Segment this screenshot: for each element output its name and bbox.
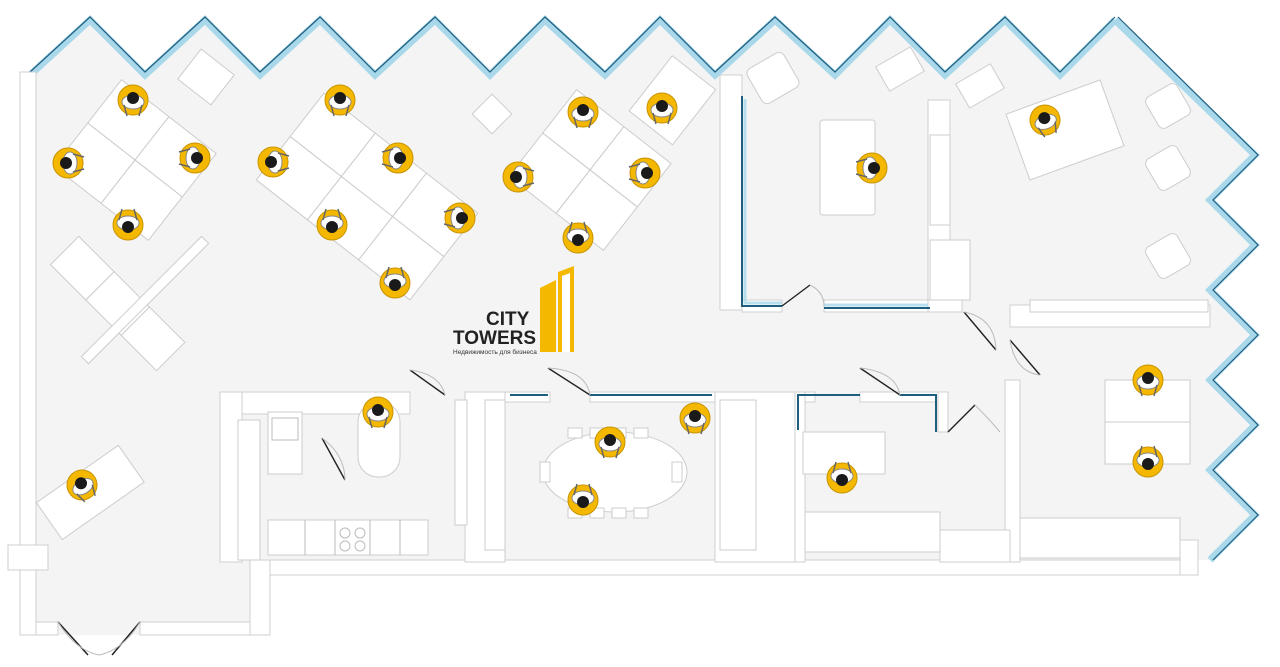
city-towers-logo-icon: CITY TOWERS Недвижимость для бизнеса bbox=[453, 266, 574, 356]
person-top-view-icon bbox=[562, 221, 594, 254]
logo-line1: CITY bbox=[486, 309, 530, 330]
person-top-view-icon bbox=[594, 426, 626, 459]
person-top-view-icon bbox=[1132, 445, 1164, 478]
person-top-view-icon bbox=[443, 202, 476, 234]
person-top-view-icon bbox=[567, 96, 599, 129]
logo-line2: TOWERS bbox=[453, 328, 536, 349]
glass-partitions bbox=[510, 96, 937, 432]
people-group bbox=[52, 84, 1164, 516]
entrance-double-door-icon bbox=[57, 621, 141, 656]
person-top-view-icon bbox=[178, 142, 211, 174]
logo-tagline: Недвижимость для бизнеса bbox=[453, 348, 537, 356]
person-top-view-icon bbox=[567, 483, 599, 516]
person-top-view-icon bbox=[52, 147, 85, 179]
person-top-view-icon bbox=[381, 142, 414, 174]
facade-glass-top-edge bbox=[29, 16, 1116, 73]
person-top-view-icon bbox=[316, 208, 348, 241]
person-top-view-icon bbox=[502, 161, 535, 193]
person-top-view-icon bbox=[324, 84, 356, 117]
person-top-view-icon bbox=[826, 461, 858, 494]
furniture bbox=[35, 46, 1209, 561]
facade-glass-right-edge bbox=[1117, 16, 1259, 561]
outer-walls bbox=[7, 71, 1199, 636]
person-top-view-icon bbox=[855, 152, 888, 184]
person-top-view-icon bbox=[66, 469, 98, 503]
facade-glass-right bbox=[1112, 17, 1260, 563]
person-top-view-icon bbox=[379, 266, 411, 299]
door-swing-icon bbox=[321, 284, 1041, 481]
person-top-view-icon bbox=[628, 157, 661, 189]
person-top-view-icon bbox=[257, 146, 290, 178]
person-top-view-icon bbox=[112, 208, 144, 241]
facade-glass-top bbox=[27, 15, 1118, 80]
kitchen-appliances bbox=[271, 417, 401, 555]
person-top-view-icon bbox=[117, 84, 149, 117]
person-top-view-icon bbox=[362, 396, 394, 429]
person-top-view-icon bbox=[679, 402, 711, 435]
person-top-view-icon bbox=[1132, 364, 1164, 397]
glass-partitions-fill bbox=[743, 99, 928, 307]
person-top-view-icon bbox=[1029, 104, 1061, 138]
person-top-view-icon bbox=[646, 92, 678, 125]
